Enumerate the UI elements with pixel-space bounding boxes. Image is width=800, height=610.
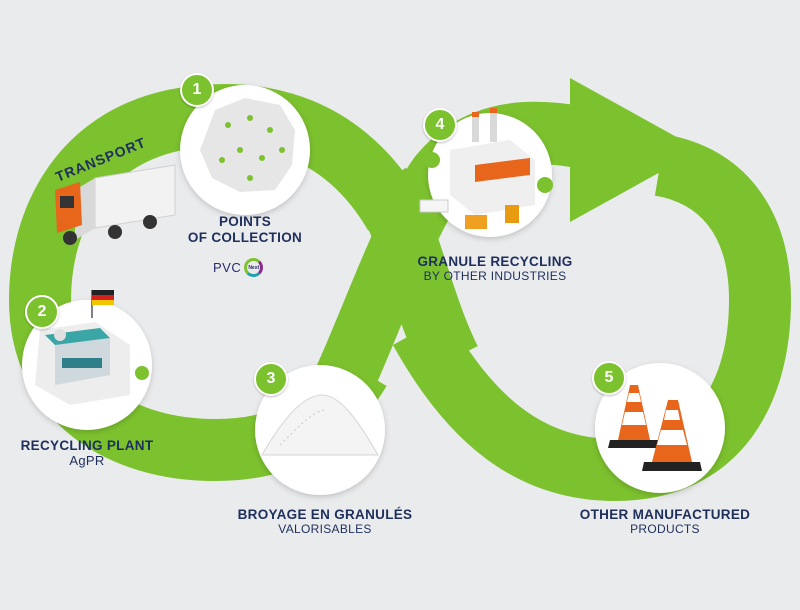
step-1-badge: 1 (180, 73, 214, 107)
step-3-title: BROYAGE EN GRANULÉS (237, 507, 413, 522)
step-3-badge: 3 (254, 362, 288, 396)
granules-icon (261, 394, 379, 456)
step-5-title: OTHER MANUFACTURED (579, 507, 751, 522)
loop-arrow-head (570, 78, 700, 222)
step-1-title-line2: OF COLLECTION (187, 229, 303, 245)
pvc-next-logo: PVC Next (213, 258, 264, 277)
factory-icon (35, 322, 149, 405)
truck-icon (55, 164, 176, 245)
step-3-subtitle: VALORISABLES (278, 521, 372, 536)
step-2-title: RECYCLING PLANT (20, 438, 154, 453)
france-map-icon (200, 98, 295, 192)
traffic-cone-icon (608, 385, 702, 471)
step-5-badge: 5 (592, 361, 626, 395)
step-4-title: GRANULE RECYCLING (417, 254, 573, 269)
pvc-logo-word: PVC (213, 260, 242, 275)
germany-flag-icon (91, 290, 114, 318)
loop-cross-down (353, 167, 478, 374)
pvc-next-ring-icon: Next (244, 258, 264, 277)
step-5-circle (595, 363, 725, 493)
step-4-label: GRANULE RECYCLING BY OTHER INDUSTRIES (400, 254, 590, 283)
step-3-label: BROYAGE EN GRANULÉS VALORISABLES (225, 507, 425, 536)
step-1-title-line1: POINTS (218, 214, 272, 229)
industry-icon (419, 108, 553, 229)
step-2-badge: 2 (25, 295, 59, 329)
pvc-logo-ring-text: Next (248, 264, 260, 271)
step-5-subtitle: PRODUCTS (630, 521, 700, 536)
step-2-label: RECYCLING PLANT AgPR (12, 438, 162, 468)
step-2-subtitle: AgPR (69, 452, 105, 468)
step-5-label: OTHER MANUFACTURED PRODUCTS (565, 507, 765, 536)
step-4-subtitle: BY OTHER INDUSTRIES (423, 268, 567, 283)
step-4-badge: 4 (423, 108, 457, 142)
step-1-label: POINTS OF COLLECTION (175, 214, 315, 245)
